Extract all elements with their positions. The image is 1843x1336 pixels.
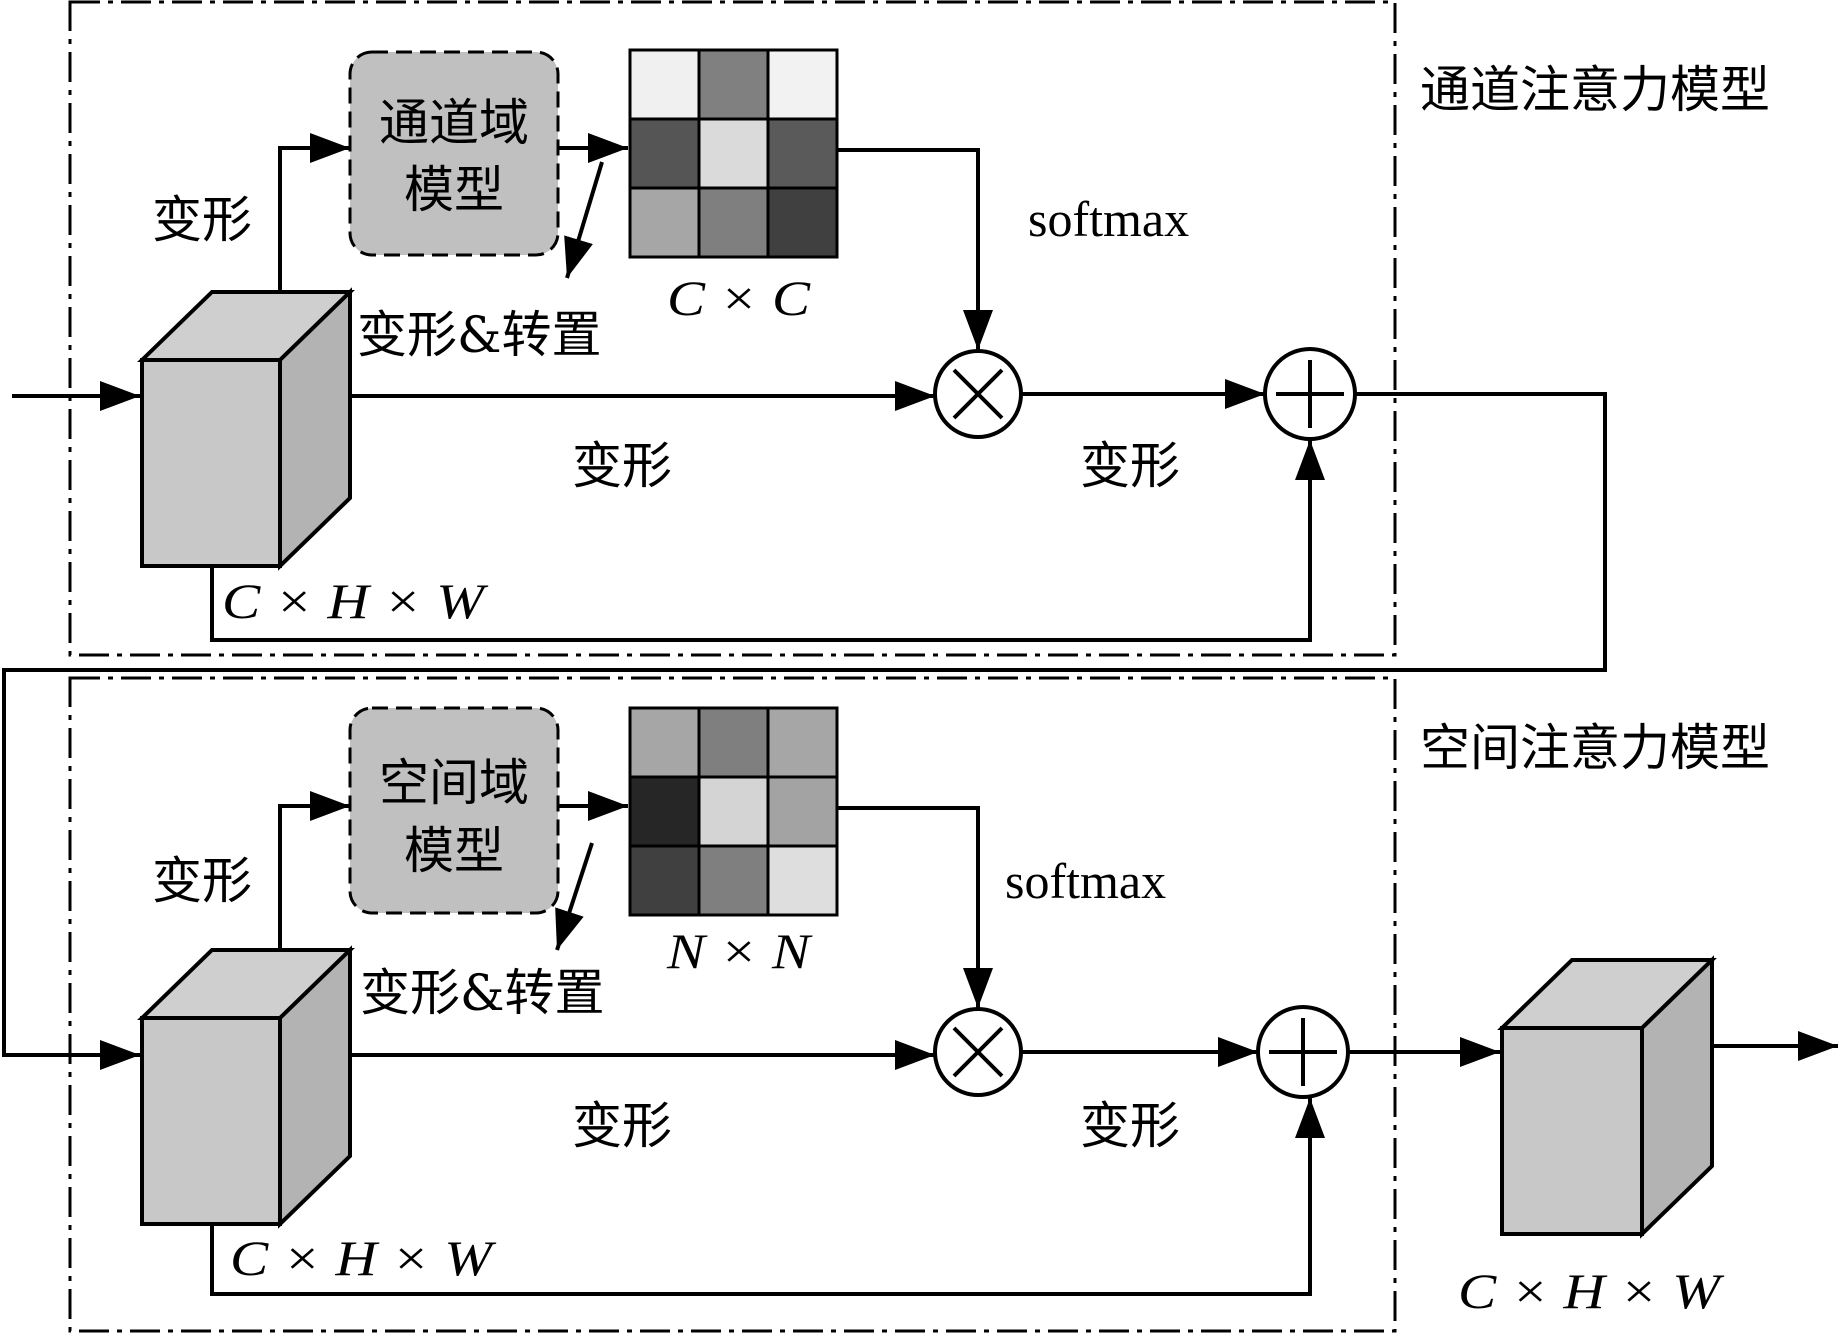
matrix-cell — [766, 117, 839, 190]
module-frame — [68, 0, 1397, 657]
module-title: 空间注意力模型 — [1420, 719, 1770, 777]
reshape-transpose-label: 变形&转置 — [357, 306, 602, 364]
reshape-label: 变形 — [152, 852, 252, 910]
reshape-arrow — [278, 133, 350, 292]
add-operator — [1263, 347, 1357, 441]
feature-block — [137, 287, 355, 571]
matrix-cell — [697, 844, 770, 917]
reshape-label: 变形 — [152, 191, 252, 249]
matrix-cell — [628, 775, 701, 848]
transpose-arrow — [555, 842, 594, 951]
block-shape-label: C × H × W — [230, 1230, 497, 1286]
domain-model-line2: 模型 — [404, 161, 504, 219]
attention-matrix — [628, 706, 839, 917]
attention-matrix — [628, 48, 839, 259]
reshape-right-label: 变形 — [1080, 437, 1180, 495]
matrix-cell — [628, 186, 701, 259]
residual-arrow — [210, 1098, 1325, 1296]
softmax-arrow — [838, 148, 993, 350]
add-operator — [1256, 1005, 1350, 1099]
softmax-arrow — [838, 806, 993, 1008]
domain-model-line2: 模型 — [404, 822, 504, 880]
matrix-cell — [697, 775, 770, 848]
reshape-transpose-label: 变形&转置 — [360, 964, 605, 1022]
domain-model-line1: 空间域 — [379, 754, 529, 812]
matrix-cell — [697, 117, 770, 190]
output-shape-label: C × H × W — [1458, 1263, 1725, 1319]
reshape-mid-label: 变形 — [572, 437, 672, 495]
matrix-cell — [766, 48, 839, 121]
module-connector-arrow — [2, 392, 1607, 1070]
matrix-cell — [628, 706, 701, 779]
module-title: 通道注意力模型 — [1420, 61, 1770, 119]
matrix-cell — [766, 706, 839, 779]
reshape-mid-label: 变形 — [572, 1097, 672, 1155]
reshape-arrow — [278, 791, 350, 950]
channel-domain-model — [348, 50, 560, 257]
matrix-cell — [766, 844, 839, 917]
module-frame — [68, 676, 1397, 1333]
output-block — [1497, 955, 1717, 1239]
transpose-arrow — [564, 161, 604, 279]
block-shape-label: C × H × W — [222, 573, 489, 629]
spatial-domain-model — [348, 706, 560, 915]
matrix-size-label: C × C — [667, 270, 811, 326]
matrix-cell — [628, 844, 701, 917]
matrix-cell — [628, 117, 701, 190]
multiply-operator — [933, 1007, 1023, 1097]
matrix-size-label: N × N — [666, 923, 813, 979]
spatial-attention-module: 空间注意力模型 C × H × W 变形 空间域 模型 变形&转置 N × N … — [68, 676, 1770, 1333]
feature-block — [137, 945, 355, 1229]
softmax-label: softmax — [1005, 853, 1166, 909]
softmax-label: softmax — [1028, 191, 1189, 247]
matrix-cell — [628, 48, 701, 121]
matrix-cell — [766, 186, 839, 259]
multiply-operator — [933, 349, 1023, 439]
matrix-cell — [766, 775, 839, 848]
matrix-cell — [697, 48, 770, 121]
matrix-cell — [697, 186, 770, 259]
residual-arrow — [210, 440, 1325, 642]
reshape-right-label: 变形 — [1080, 1097, 1180, 1155]
domain-model-line1: 通道域 — [379, 94, 529, 152]
channel-attention-module: 通道注意力模型 C × H × W 变形 通道域 模型 变形&转置 C × C … — [12, 0, 1770, 657]
matrix-cell — [697, 706, 770, 779]
